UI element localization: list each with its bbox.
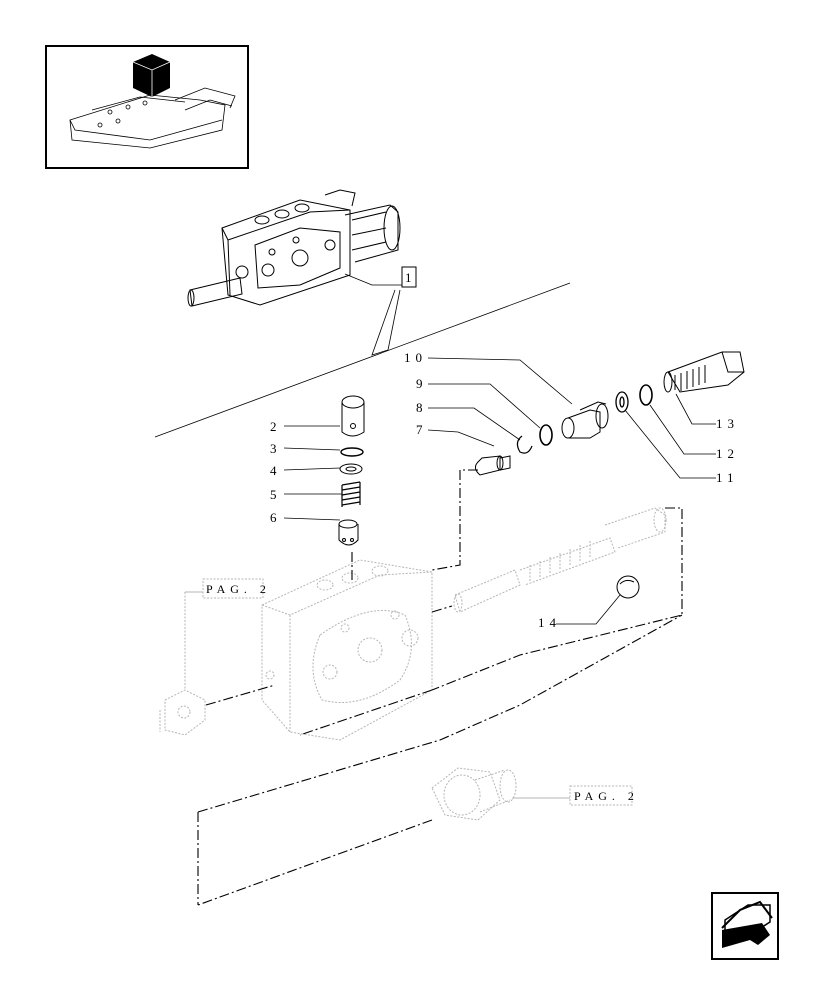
part-label-10: 10	[404, 350, 427, 365]
part-label-8: 8	[416, 400, 428, 415]
part-label-12: 12	[716, 446, 739, 461]
part-label-3: 3	[270, 441, 282, 456]
highlighted-block-icon	[132, 54, 171, 97]
callout-4[interactable]: 4	[270, 463, 282, 478]
clip-part-8	[516, 435, 533, 454]
assembled-valve-section	[187, 189, 401, 307]
plug-part-2	[341, 395, 365, 437]
ball-part-14	[616, 575, 640, 599]
part-label-11: 11	[716, 470, 739, 485]
part-label-13: 13	[716, 416, 739, 431]
oring-part-9	[539, 424, 553, 446]
part-label-6: 6	[270, 510, 282, 525]
part-label-4: 4	[270, 463, 282, 478]
callout-14[interactable]: 14	[538, 594, 621, 630]
leaders-right	[427, 357, 716, 479]
callout-8[interactable]: 8	[416, 400, 428, 415]
lift-housing-thumbnail-icon	[69, 87, 236, 149]
valve-body-ghost	[261, 559, 433, 741]
callout-3[interactable]: 3	[270, 441, 282, 456]
part-label-7: 7	[416, 422, 428, 437]
flange-ghost-bottom	[431, 767, 517, 821]
section-cut-line	[154, 282, 571, 438]
return-arrow-icon[interactable]	[711, 892, 779, 960]
washer-part-4	[339, 463, 363, 475]
part-label-14: 14	[538, 615, 561, 630]
oring-part-12	[639, 384, 653, 406]
callout-12[interactable]: 12	[716, 446, 739, 461]
housing-part-10	[561, 401, 609, 439]
page-ref-left-label: PAG. 2	[206, 582, 271, 596]
fitting-ghost-left	[159, 689, 206, 736]
page-ref-bottom-label: PAG. 2	[574, 789, 639, 803]
part-label-1: 1	[405, 270, 417, 285]
washer-part-11	[615, 391, 629, 413]
assembly-path-lines	[197, 469, 683, 906]
callout-10[interactable]: 10	[404, 350, 427, 365]
callout-13[interactable]: 13	[716, 416, 739, 431]
part-label-9: 9	[416, 376, 428, 391]
oring-part-3	[340, 447, 364, 457]
page-ref-left[interactable]: PAG. 2	[184, 578, 271, 690]
callout-1[interactable]: 1	[344, 266, 417, 288]
spring-part-5	[341, 481, 361, 507]
part-label-5: 5	[270, 487, 282, 502]
page-ref-bottom[interactable]: PAG. 2	[512, 785, 639, 806]
plug-part-13	[663, 351, 745, 393]
callout-5[interactable]: 5	[270, 487, 282, 502]
callout-11[interactable]: 11	[716, 470, 739, 485]
thumbnail-frame[interactable]	[45, 45, 249, 169]
part-label-2: 2	[270, 419, 282, 434]
poppet-part-6	[338, 519, 359, 546]
callout-6[interactable]: 6	[270, 510, 282, 525]
cap-part-7	[474, 455, 511, 476]
leaders-left	[283, 425, 342, 521]
callout-7[interactable]: 7	[416, 422, 428, 437]
callout-9[interactable]: 9	[416, 376, 428, 391]
spool-ghost	[453, 507, 667, 613]
callout-2[interactable]: 2	[270, 419, 282, 434]
